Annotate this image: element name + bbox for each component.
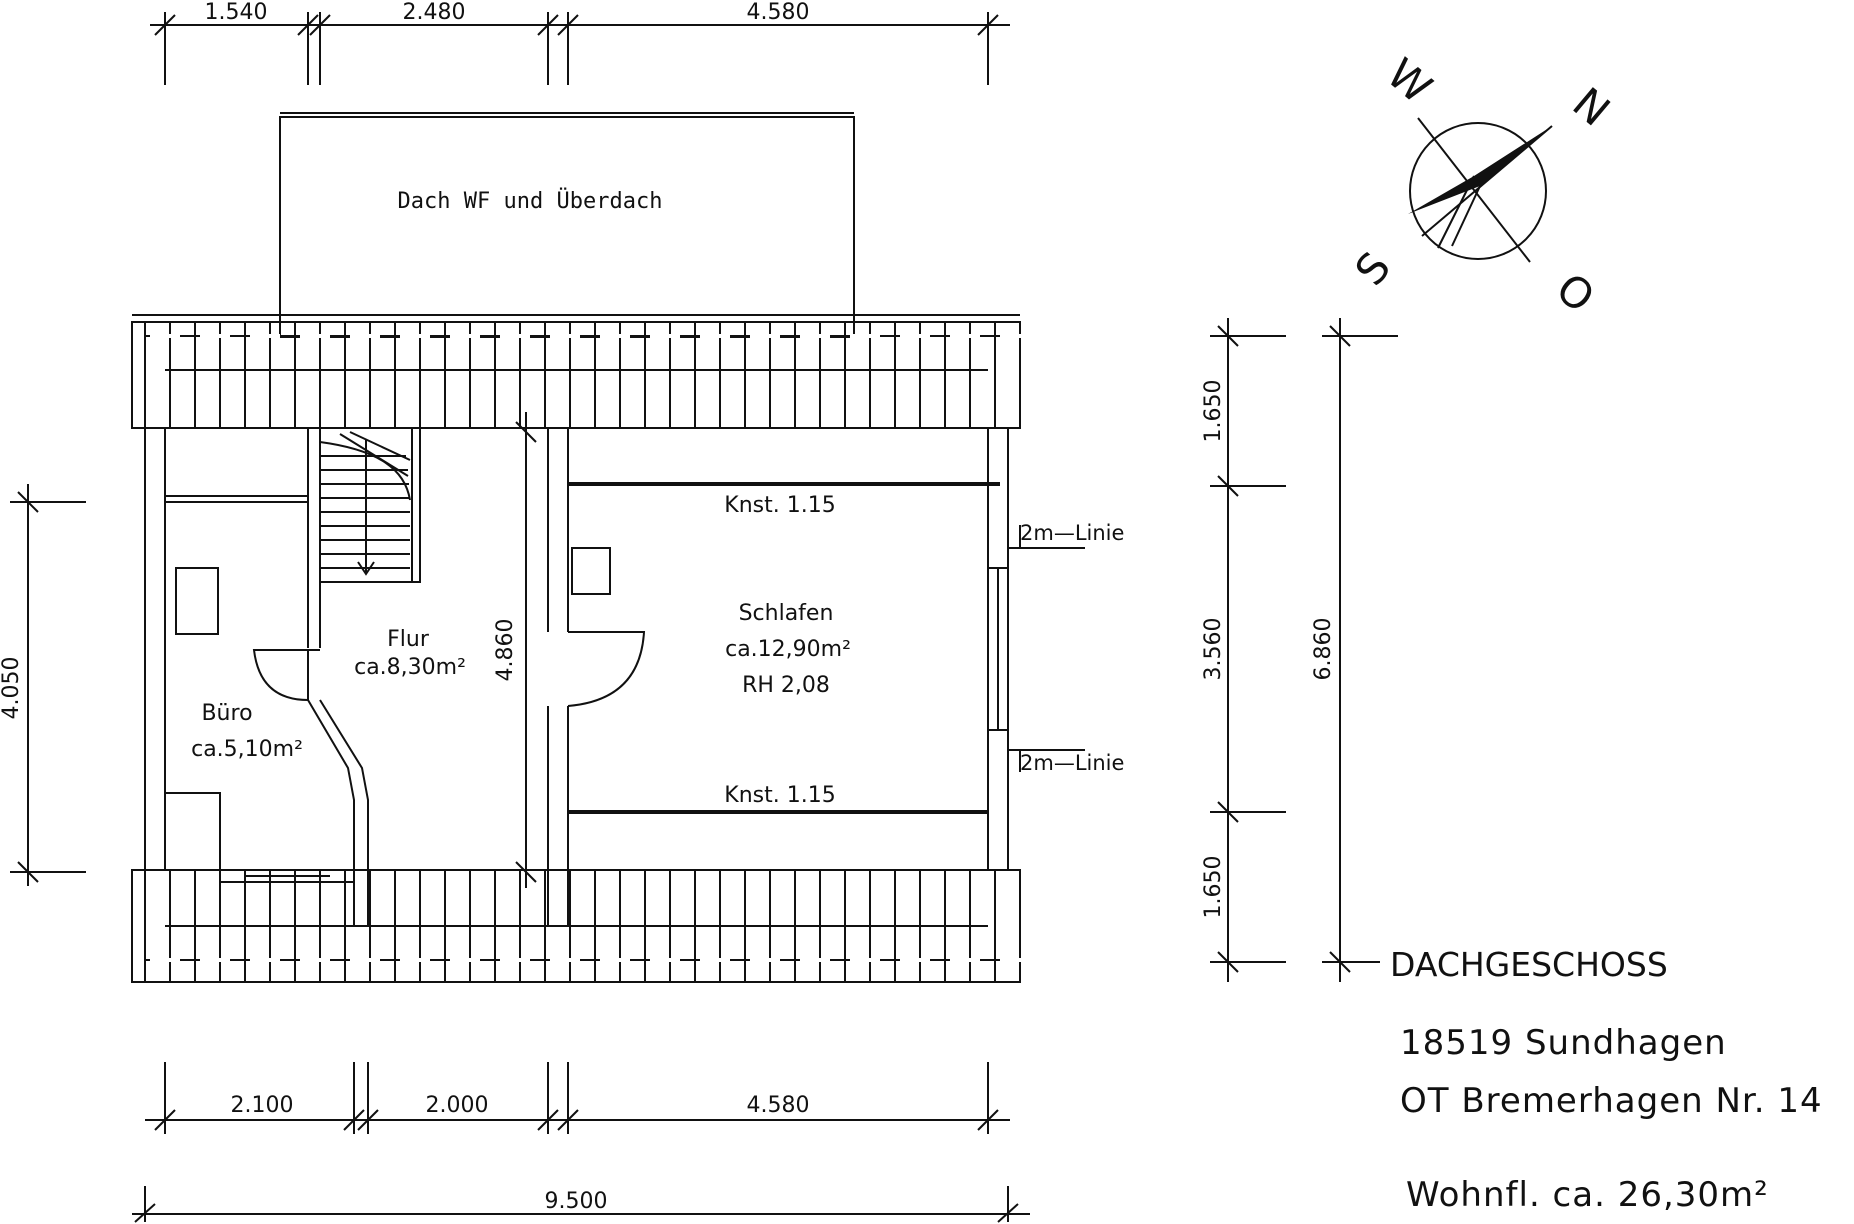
- dimension-total-width: [132, 1186, 1030, 1222]
- compass-circle: [1410, 123, 1546, 259]
- compass-north: N: [1564, 78, 1620, 136]
- compass-east: O: [1547, 263, 1604, 322]
- room-buero-area: ca.5,10m²: [191, 737, 303, 762]
- dim-bottom-1: 2.100: [231, 1093, 294, 1118]
- dimension-left: [10, 484, 86, 886]
- knee-wall-bottom-label: Knst. 1.15: [724, 783, 835, 808]
- line-2m-top-label: 2m—Linie: [1020, 521, 1124, 545]
- room-schlafen-name: Schlafen: [739, 601, 834, 626]
- room-buero-name: Büro: [201, 701, 252, 726]
- line-2m-bottom-label: 2m—Linie: [1020, 751, 1124, 775]
- dim-left: 4.050: [0, 657, 24, 720]
- dim-right-3: 1.650: [1201, 856, 1226, 919]
- dimension-chain-top: [150, 12, 1010, 85]
- compass-rose: [1408, 118, 1552, 262]
- building-walls: [145, 428, 1085, 926]
- room-schlafen-area: ca.12,90m²: [725, 637, 851, 662]
- living-area: Wohnfl. ca. 26,30m²: [1406, 1175, 1769, 1215]
- knee-wall-top-label: Knst. 1.15: [724, 493, 835, 518]
- dim-right-1: 1.650: [1201, 380, 1226, 443]
- roof-band-bottom: [132, 870, 1030, 982]
- dimension-chain-bottom: [145, 1062, 1010, 1134]
- address-line-1: 18519 Sundhagen: [1400, 1023, 1727, 1063]
- compass-needle: [1408, 126, 1552, 214]
- dimension-right-chain: [1210, 318, 1398, 982]
- address-line-2: OT Bremerhagen Nr. 14: [1400, 1081, 1823, 1121]
- dim-inner-vertical: 4.860: [493, 619, 518, 682]
- dim-right-2: 3.560: [1201, 618, 1226, 681]
- dim-bottom-3: 4.580: [747, 1093, 810, 1118]
- dim-bottom-2: 2.000: [426, 1093, 489, 1118]
- roof-title: Dach WF und Überdach: [398, 188, 663, 214]
- dim-top-2: 2.480: [403, 0, 466, 25]
- compass-west: W: [1378, 49, 1441, 113]
- dim-total-width: 9.500: [545, 1189, 608, 1214]
- room-flur-name: Flur: [387, 627, 430, 652]
- compass-south: S: [1346, 243, 1401, 295]
- dimension-inner-vertical: [516, 412, 536, 888]
- dim-top-1: 1.540: [205, 0, 268, 25]
- roof-band-top: [132, 315, 1030, 428]
- dim-top-3: 4.580: [747, 0, 810, 25]
- roof-extension: [280, 113, 854, 337]
- dim-right-total: 6.860: [1311, 618, 1336, 681]
- room-flur-area: ca.8,30m²: [354, 655, 466, 680]
- room-schlafen-height: RH 2,08: [742, 673, 830, 698]
- plan-title: DACHGESCHOSS: [1390, 945, 1668, 984]
